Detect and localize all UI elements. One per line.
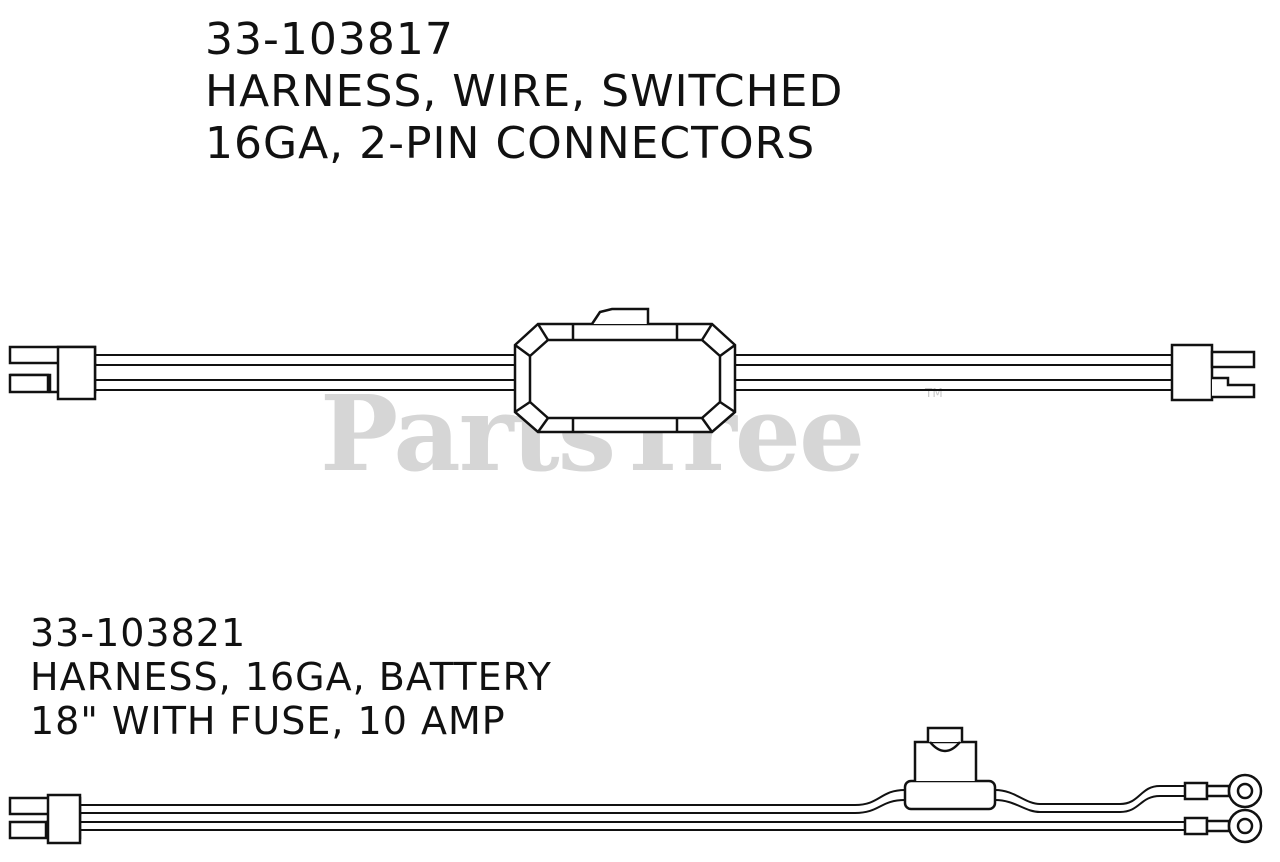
switched-harness	[8, 307, 1256, 434]
part-description-line1: HARNESS, 16GA, BATTERY	[30, 655, 552, 699]
part-description-line2: 18" WITH FUSE, 10 AMP	[30, 699, 506, 743]
switched-harness-label: 33-103817 HARNESS, WIRE, SWITCHED 16GA, …	[205, 18, 843, 174]
battery-harness	[8, 726, 1263, 845]
ring-terminal-upper	[1183, 773, 1263, 809]
rocker-switch-body	[513, 307, 737, 434]
ring-terminal-lower	[1183, 808, 1263, 844]
part-number: 33-103817	[205, 14, 454, 65]
part-description-line1: HARNESS, WIRE, SWITCHED	[205, 66, 844, 117]
fuse-branch-wire	[854, 785, 1185, 814]
rocker-button	[590, 307, 650, 325]
right-wire-pair	[735, 354, 1172, 391]
battery-harness-label: 33-103821 HARNESS, 16GA, BATTERY 18" WIT…	[30, 614, 552, 746]
inline-fuse-holder	[903, 726, 997, 811]
part-description-line2: 16GA, 2-PIN CONNECTORS	[205, 118, 816, 169]
right-2pin-connector	[1170, 343, 1256, 402]
battery-wire-pair	[80, 804, 855, 831]
left-2pin-connector	[8, 345, 97, 401]
battery-2pin-connector	[8, 793, 82, 845]
left-wire-pair	[95, 354, 520, 391]
part-number: 33-103821	[30, 611, 247, 655]
lower-branch-wire	[855, 821, 1185, 831]
